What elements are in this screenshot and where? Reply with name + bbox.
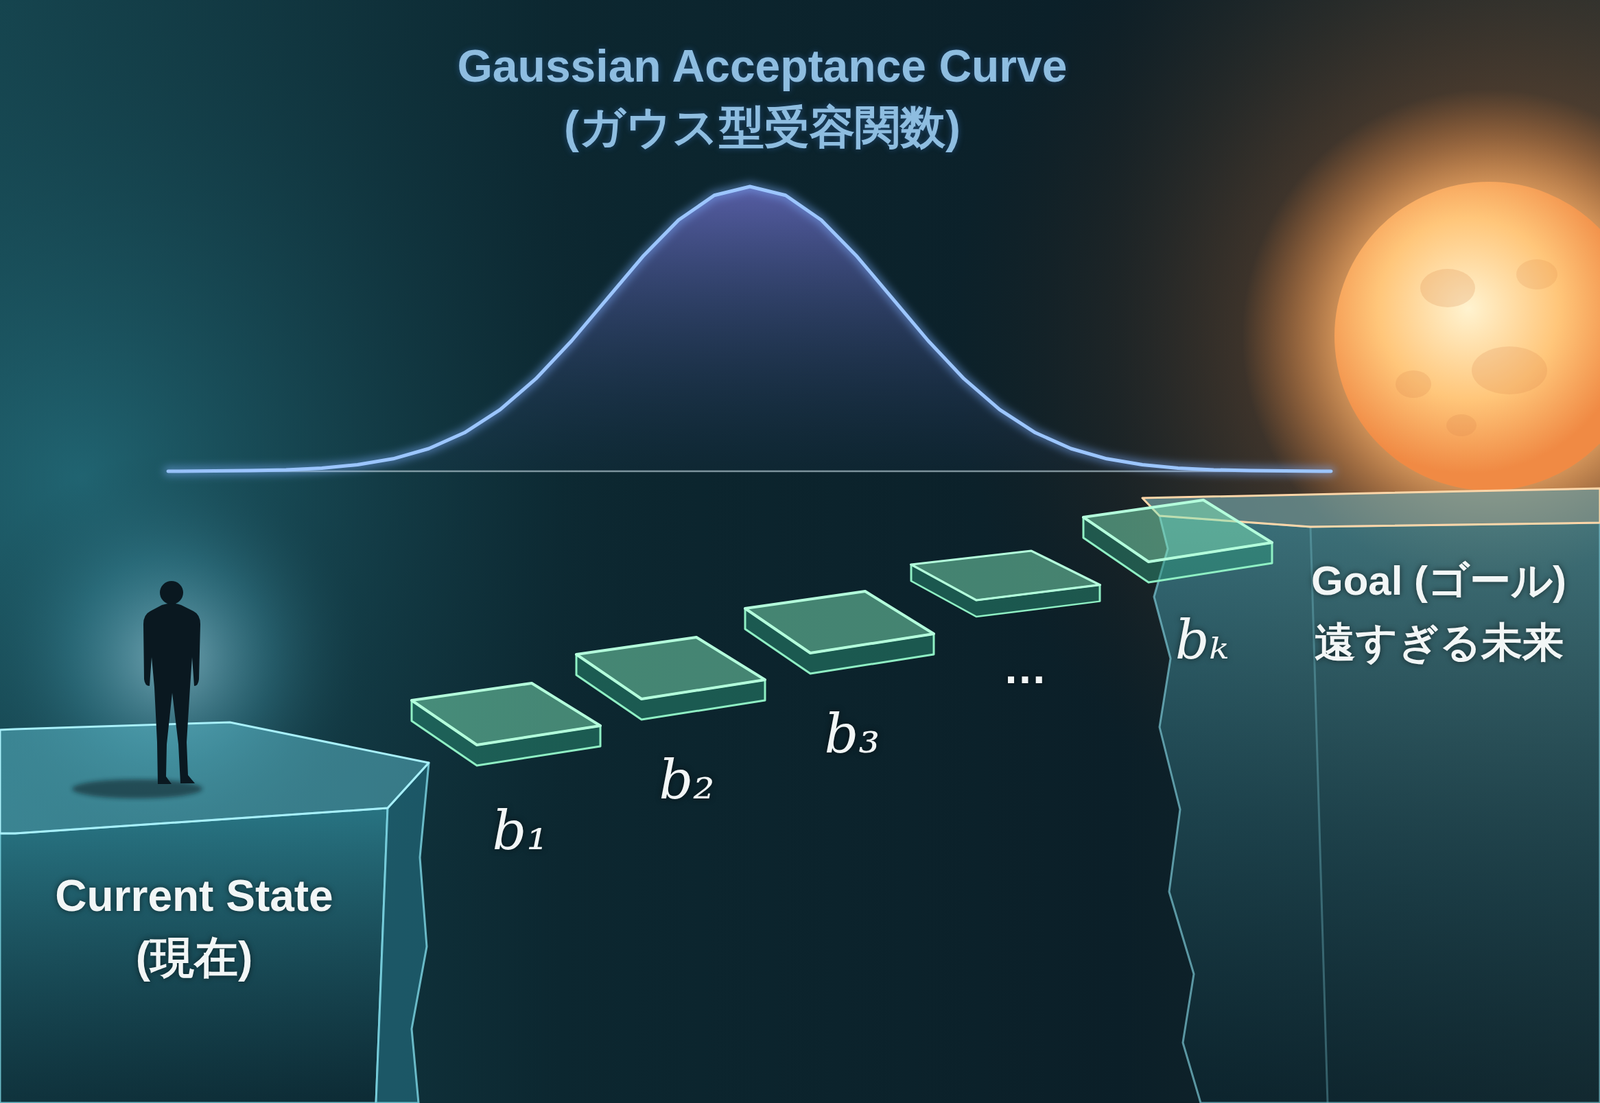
person-silhouette [72,581,203,799]
title: Gaussian Acceptance Curve (ガウス型受容関数) [384,35,1140,158]
goal-label: Goal (ゴール) 遠すぎる未来 [1298,550,1580,674]
stepping-stones [411,500,1273,766]
gaussian-curve [168,186,1332,472]
step-label: b₃ [824,703,880,766]
step-label: bₖ [1175,609,1229,672]
stepping-stone [411,683,601,766]
state-label: Current State (現在) [8,865,380,989]
step-label: b₁ [491,800,548,863]
goal-cliff [1142,488,1600,1103]
stepping-stone [576,637,766,720]
stepping-stone [1083,500,1273,583]
ellipsis-label: … [1003,643,1047,695]
current-cliff [0,452,429,1103]
stepping-stone [745,591,934,674]
step-label: b₂ [658,749,715,812]
stepping-stone [911,550,1100,617]
